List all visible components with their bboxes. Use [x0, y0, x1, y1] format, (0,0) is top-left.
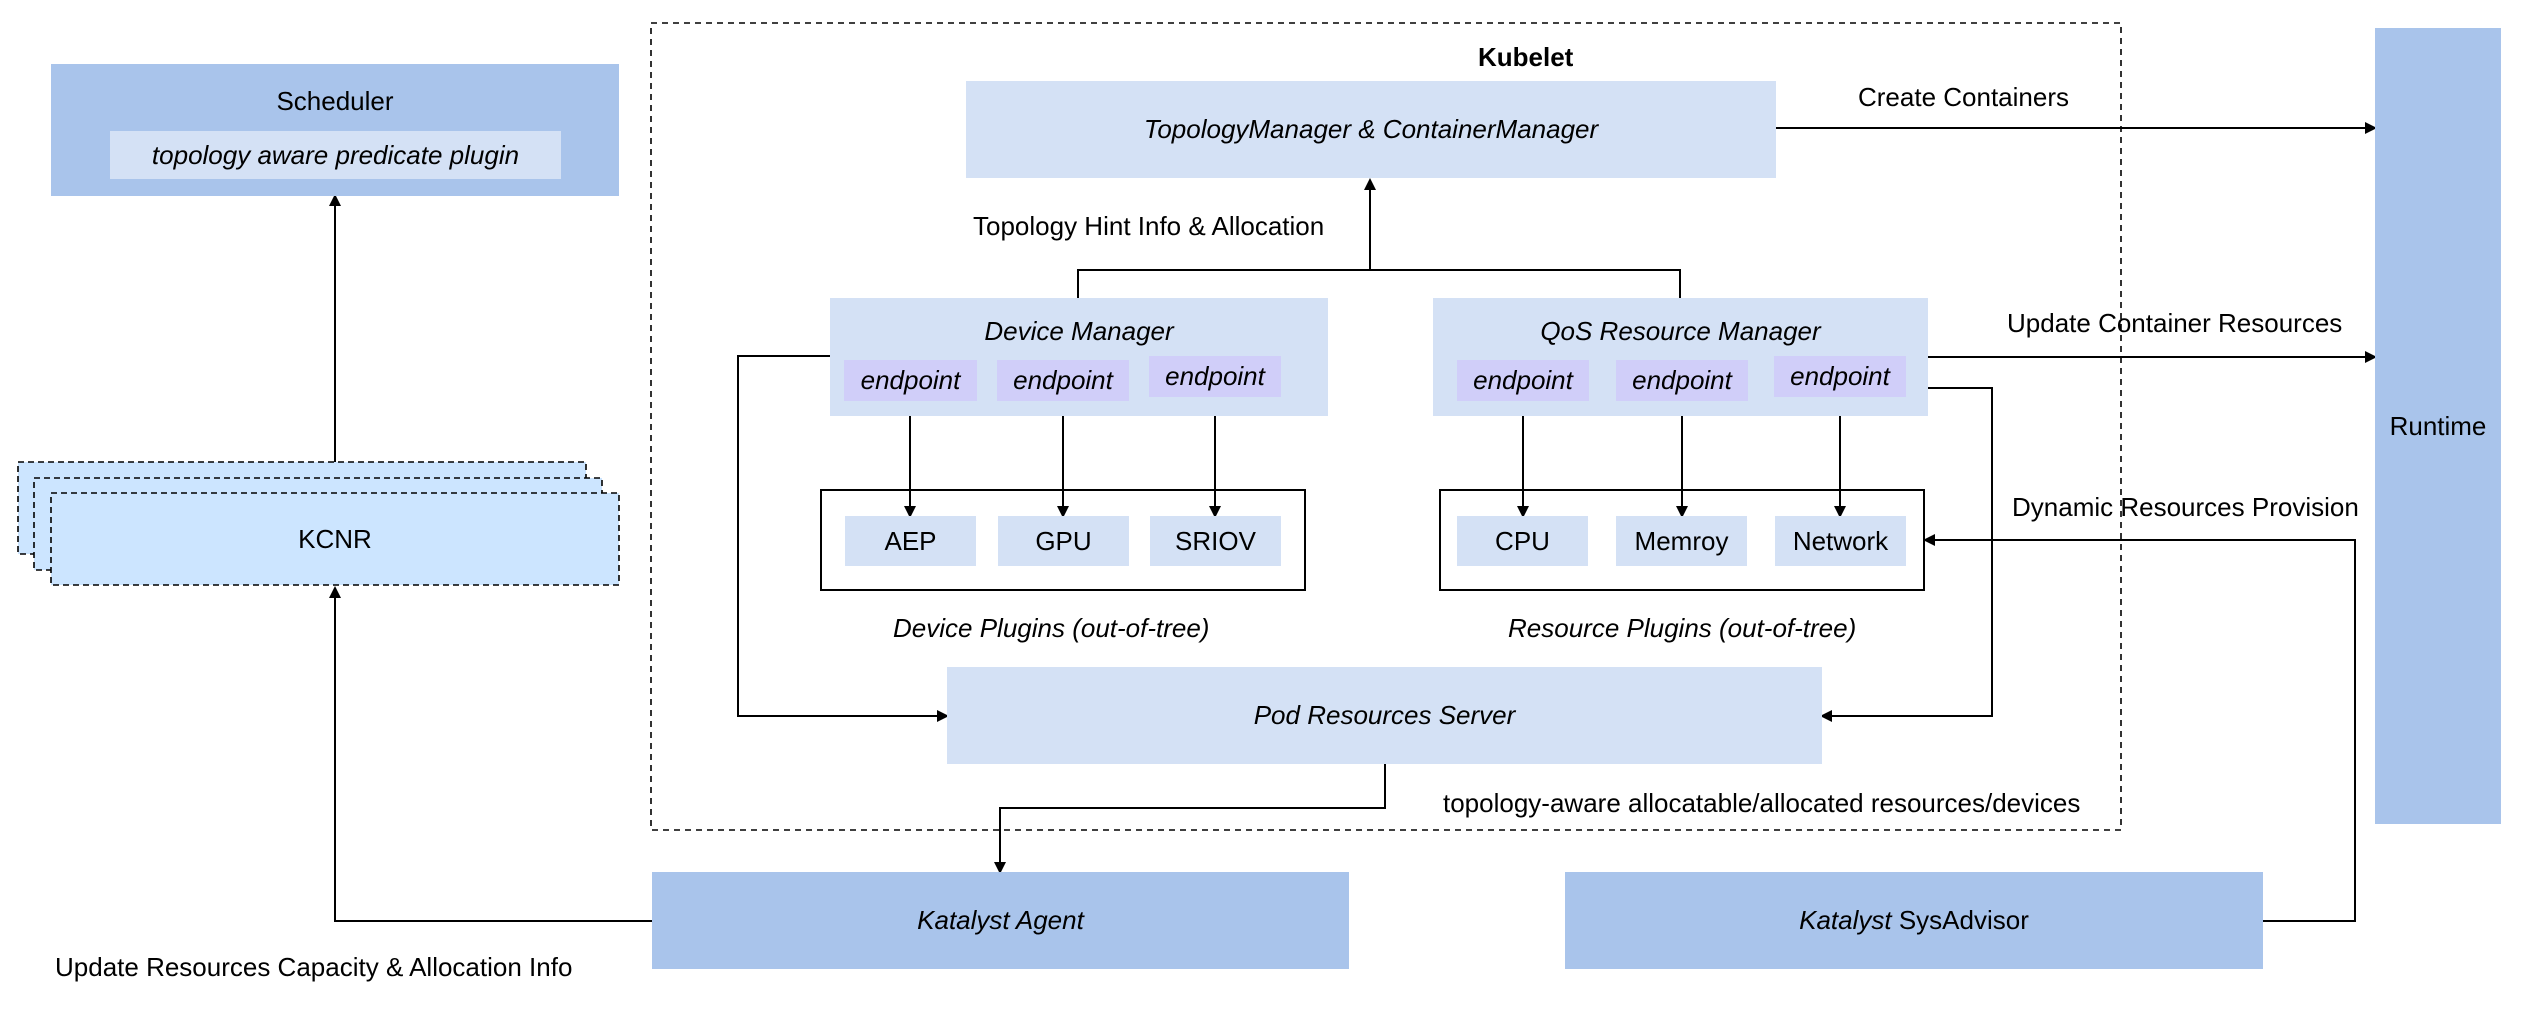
qos-endpoint-1: endpoint — [1457, 360, 1589, 401]
qos-endpoint-3: endpoint — [1774, 356, 1906, 397]
qos-manager-to-pod-resources-arrow — [1820, 387, 1993, 722]
device-endpoint-2: endpoint — [997, 360, 1129, 401]
create-containers-label: Create Containers — [1858, 82, 2069, 112]
device-endpoint-1: endpoint — [844, 360, 977, 401]
qos-endpoint-2: endpoint — [1616, 360, 1748, 401]
sysadvisor-suffix: SysAdvisor — [1898, 905, 2029, 935]
kcnr-label: KCNR — [298, 523, 372, 554]
plugin-aep: AEP — [845, 516, 976, 566]
scheduler-title: Scheduler — [276, 86, 394, 116]
device-plugins-caption: Device Plugins (out-of-tree) — [893, 613, 1210, 643]
kcnr-stack-front — [50, 492, 620, 586]
plugin-sriov: SRIOV — [1150, 516, 1281, 566]
device-plugins-group — [820, 489, 1306, 591]
runtime-box: Runtime — [2375, 28, 2501, 824]
kubelet-boundary — [650, 22, 2122, 831]
topology-manager-box: TopologyManager & ContainerManager — [966, 81, 1776, 178]
device-manager-to-pod-resources-arrow — [737, 355, 949, 722]
topology-hint-label: Topology Hint Info & Allocation — [973, 211, 1325, 241]
device-manager-title: Device Manager — [984, 316, 1174, 346]
kubelet-title: Kubelet — [1478, 42, 1574, 72]
device-endpoint-3: endpoint — [1149, 356, 1281, 397]
qos-manager-title: QoS Resource Manager — [1540, 316, 1821, 346]
resource-plugins-caption: Resource Plugins (out-of-tree) — [1508, 613, 1857, 643]
plugin-cpu: CPU — [1457, 516, 1588, 566]
update-container-resources-label: Update Container Resources — [2007, 308, 2343, 338]
katalyst-sysadvisor-box: Katalyst SysAdvisor — [1565, 872, 2263, 969]
topology-aware-label: topology-aware allocatable/allocated res… — [1443, 788, 2081, 818]
sysadvisor-prefix: Katalyst — [1799, 905, 1892, 935]
katalyst-agent-box: Katalyst Agent — [652, 872, 1349, 969]
plugin-network: Network — [1775, 516, 1906, 566]
managers-to-topology-connector — [1077, 269, 1681, 298]
agent-to-kcnr-arrow — [329, 586, 652, 922]
dynamic-resources-provision-label: Dynamic Resources Provision — [2012, 492, 2359, 522]
plugin-memory: Memroy — [1616, 516, 1747, 566]
plugin-gpu: GPU — [998, 516, 1129, 566]
update-capacity-label: Update Resources Capacity & Allocation I… — [55, 952, 573, 982]
scheduler-plugin: topology aware predicate plugin — [110, 131, 561, 179]
pod-resources-server-box: Pod Resources Server — [947, 667, 1822, 764]
sysadvisor-to-network-arrow — [1923, 534, 2356, 922]
pod-resources-to-agent-arrow — [994, 764, 1386, 874]
